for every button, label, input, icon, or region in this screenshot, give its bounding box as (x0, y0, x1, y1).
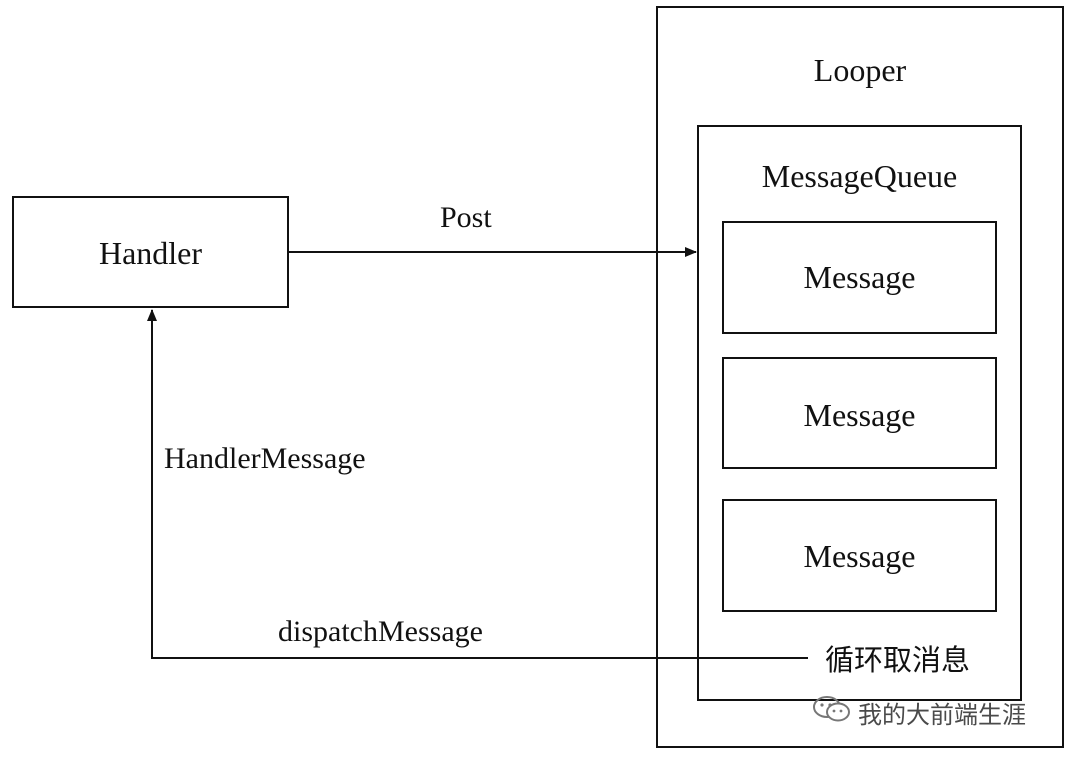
message-queue-label: MessageQueue (761, 158, 958, 194)
message-box-3: Message (722, 499, 997, 612)
looper-label: Looper (813, 52, 907, 88)
loop-fetch-label: 循环取消息 (825, 643, 971, 677)
message-label-1: Message (803, 259, 916, 295)
handler-label: Handler (98, 235, 203, 271)
watermark: 我的大前端生涯 (812, 694, 1026, 730)
handler-message-label: HandlerMessage (164, 442, 366, 475)
dispatch-arrow (147, 309, 808, 659)
message-box-2: Message (722, 357, 997, 469)
message-box-1: Message (722, 221, 997, 334)
dispatch-message-label: dispatchMessage (278, 615, 483, 648)
handler-box: Handler (12, 196, 289, 308)
message-label-2: Message (803, 397, 916, 433)
watermark-text: 我的大前端生涯 (858, 700, 1026, 729)
message-label-3: Message (803, 538, 916, 574)
post-label: Post (440, 201, 492, 234)
wechat-icon (812, 694, 852, 730)
